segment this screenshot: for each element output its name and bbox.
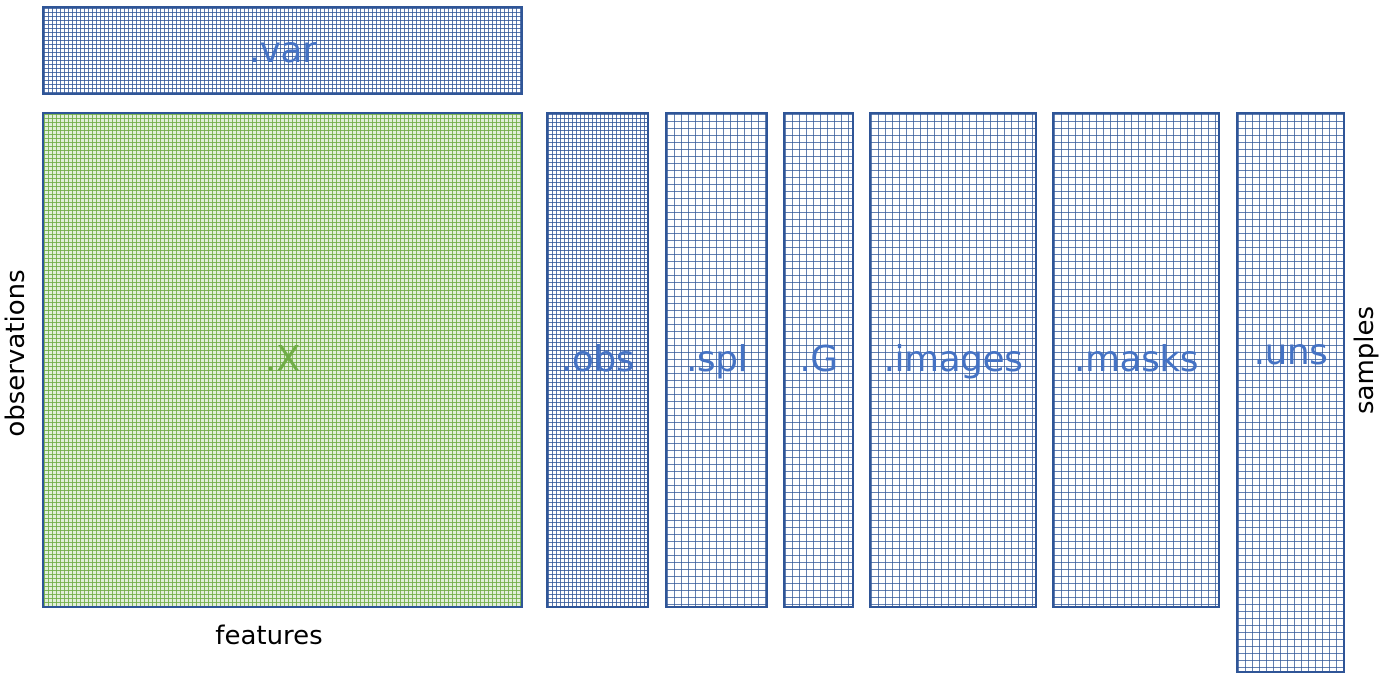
spl-label: .spl bbox=[685, 339, 748, 380]
images-block: .images bbox=[869, 112, 1037, 608]
images-label: .images bbox=[883, 339, 1023, 380]
x-matrix-block: .X bbox=[42, 112, 523, 608]
spl-block: .spl bbox=[665, 112, 768, 608]
uns-block: .uns bbox=[1236, 112, 1345, 673]
obs-label: .obs bbox=[560, 339, 635, 380]
uns-label: .uns bbox=[1253, 332, 1328, 373]
obs-block: .obs bbox=[546, 112, 649, 608]
var-label: .var bbox=[248, 29, 317, 71]
g-label: .G bbox=[799, 339, 838, 380]
masks-label: .masks bbox=[1074, 339, 1198, 380]
g-block: .G bbox=[783, 112, 854, 608]
x-label: .X bbox=[264, 339, 301, 380]
features-axis-label: features bbox=[215, 621, 323, 651]
masks-block: .masks bbox=[1052, 112, 1220, 608]
var-block: .var bbox=[42, 6, 523, 95]
observations-axis-label: observations bbox=[1, 269, 31, 437]
samples-axis-label: samples bbox=[1350, 305, 1380, 415]
